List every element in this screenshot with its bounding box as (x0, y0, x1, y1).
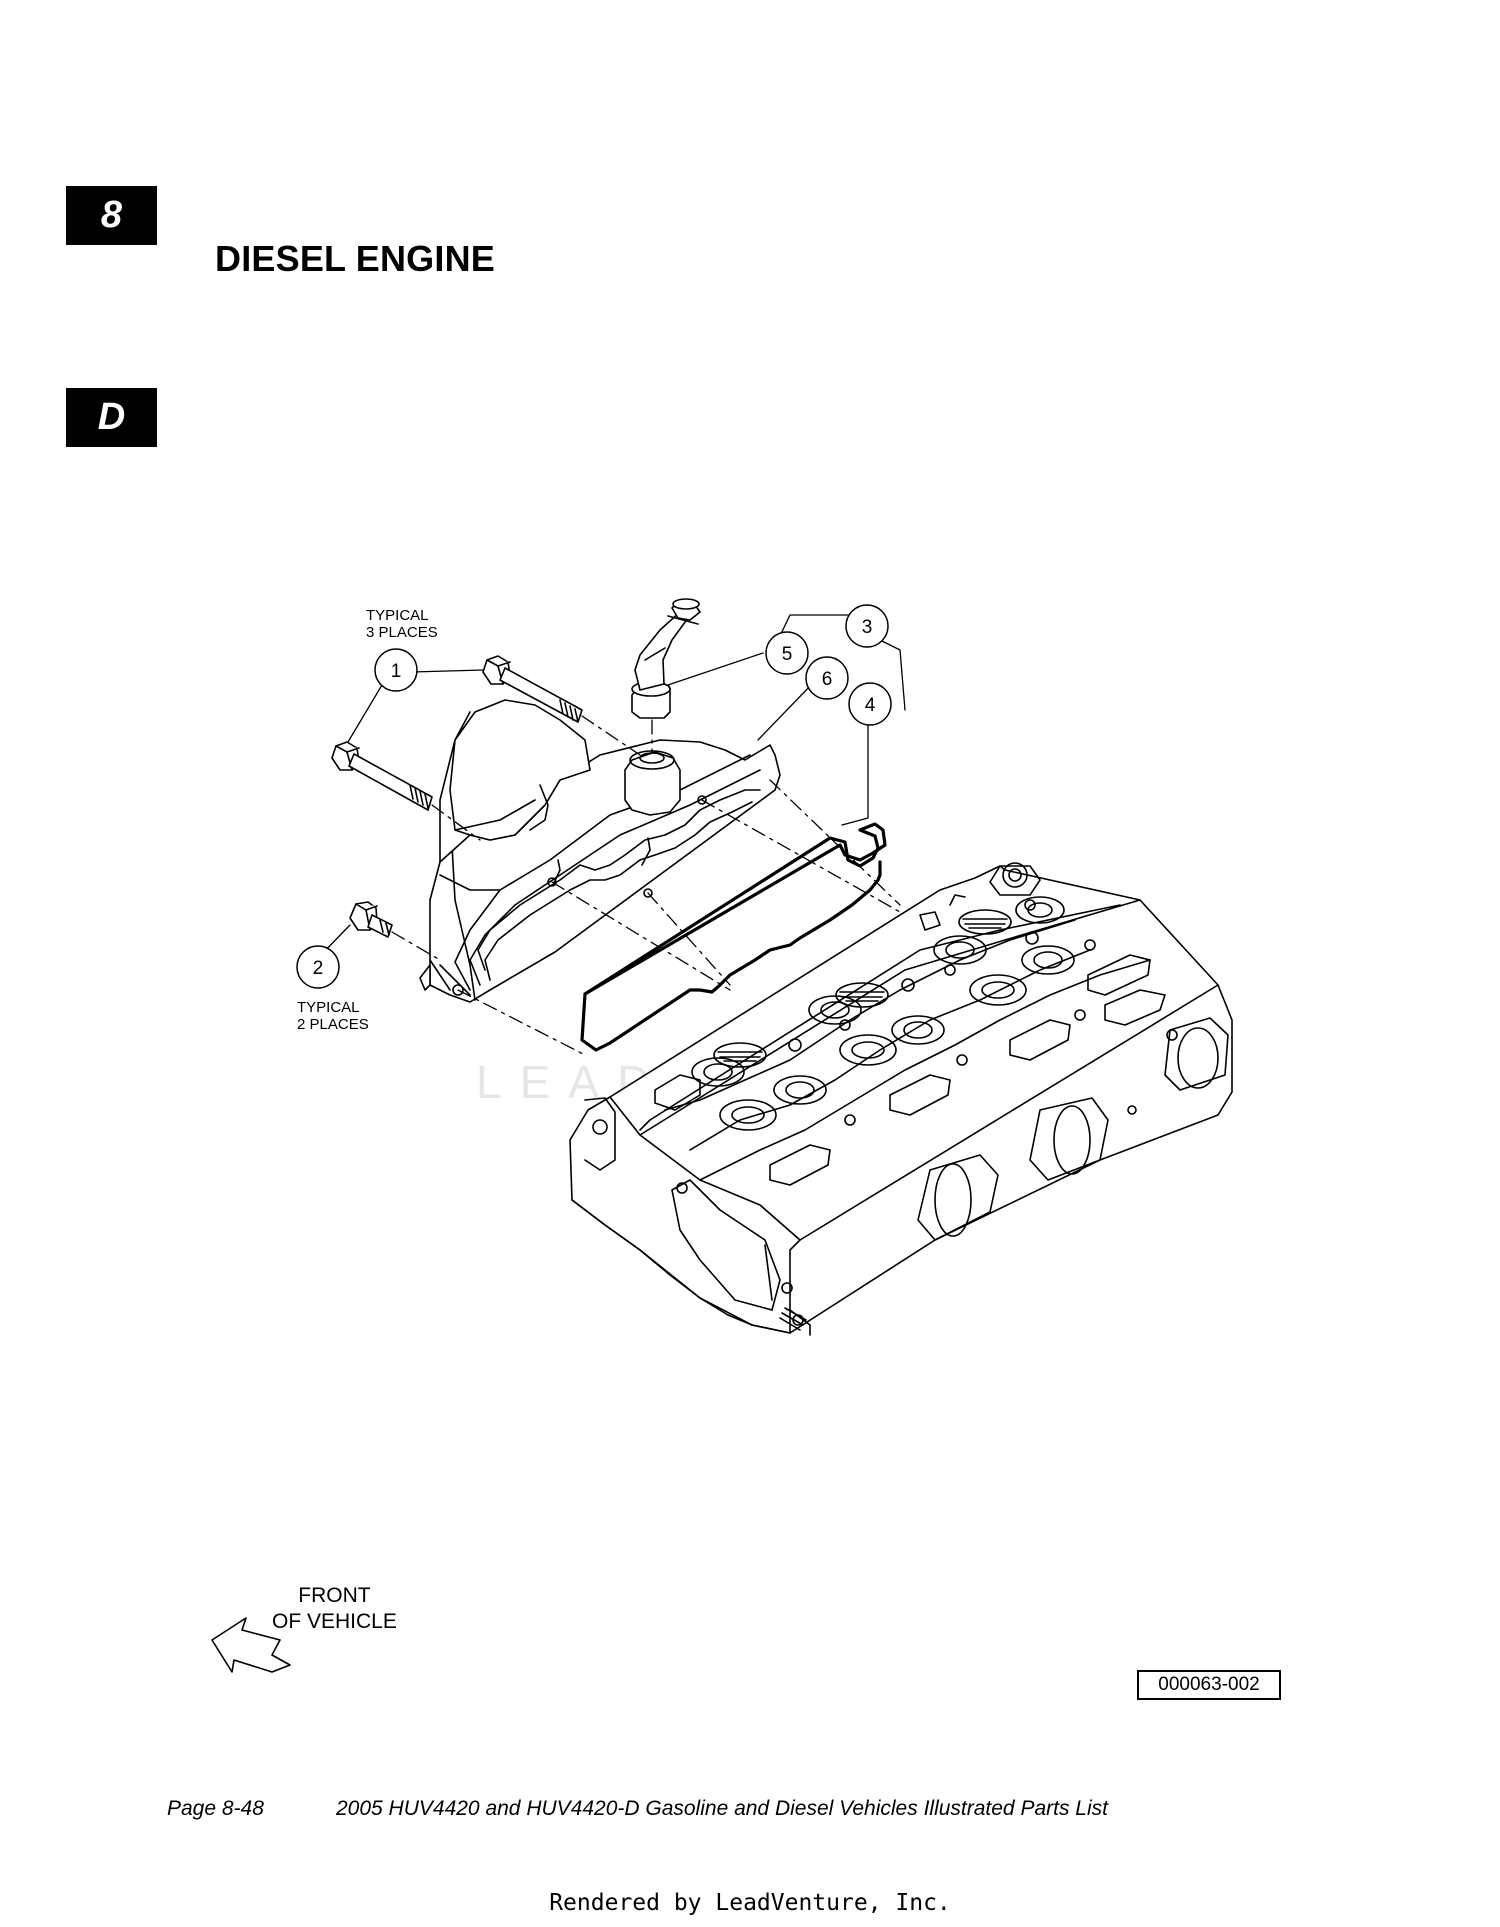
note-line: TYPICAL (297, 999, 360, 1016)
callout-3-label: 3 (862, 617, 873, 638)
cap-screw (349, 901, 393, 938)
callout-4-label: 4 (865, 695, 876, 716)
callout-1 (374, 648, 418, 692)
section-tab: 8 (66, 186, 157, 245)
cylinder-head (569, 862, 1233, 1336)
alignment-lines (391, 715, 901, 1056)
hose-elbow (631, 598, 701, 719)
front-of-vehicle-label: FRONT OF VEHICLE (272, 1583, 397, 1635)
bolt-lower (331, 741, 433, 811)
callout-3 (845, 604, 889, 648)
callout-4 (848, 682, 892, 726)
page-title: DIESEL ENGINE (215, 238, 496, 279)
note-line: 3 PLACES (366, 624, 438, 641)
injector-bores (713, 909, 1012, 1068)
callout-5 (765, 631, 809, 675)
note-typical-2-places: TYPICAL 2 PLACES (297, 999, 369, 1033)
note-line: TYPICAL (366, 607, 429, 624)
callout-6 (805, 656, 849, 700)
callout-5-label: 5 (782, 644, 793, 665)
callout-2 (296, 945, 340, 989)
front-label-line: OF VEHICLE (272, 1610, 397, 1633)
front-arrow-icon (211, 1617, 291, 1673)
callout-circles (296, 604, 892, 989)
callout-2-label: 2 (313, 958, 324, 979)
footer-page-number: Page 8-48 (167, 1797, 264, 1820)
letter-tab: D (66, 388, 157, 447)
thermostat-housing (419, 699, 781, 1003)
figure-id-box: 000063-002 (1137, 1670, 1281, 1700)
callout-6-label: 6 (822, 669, 833, 690)
note-line: 2 PLACES (297, 1016, 369, 1033)
rendered-by-credit: Rendered by LeadVenture, Inc. (549, 1890, 951, 1916)
valve-ports (691, 896, 1075, 1131)
footer-document-title: 2005 HUV4420 and HUV4420-D Gasoline and … (336, 1797, 1108, 1820)
note-typical-3-places: TYPICAL 3 PLACES (366, 607, 438, 641)
callout-1-label: 1 (391, 661, 402, 682)
bolt-upper (482, 655, 583, 723)
front-label-line: FRONT (298, 1584, 371, 1607)
